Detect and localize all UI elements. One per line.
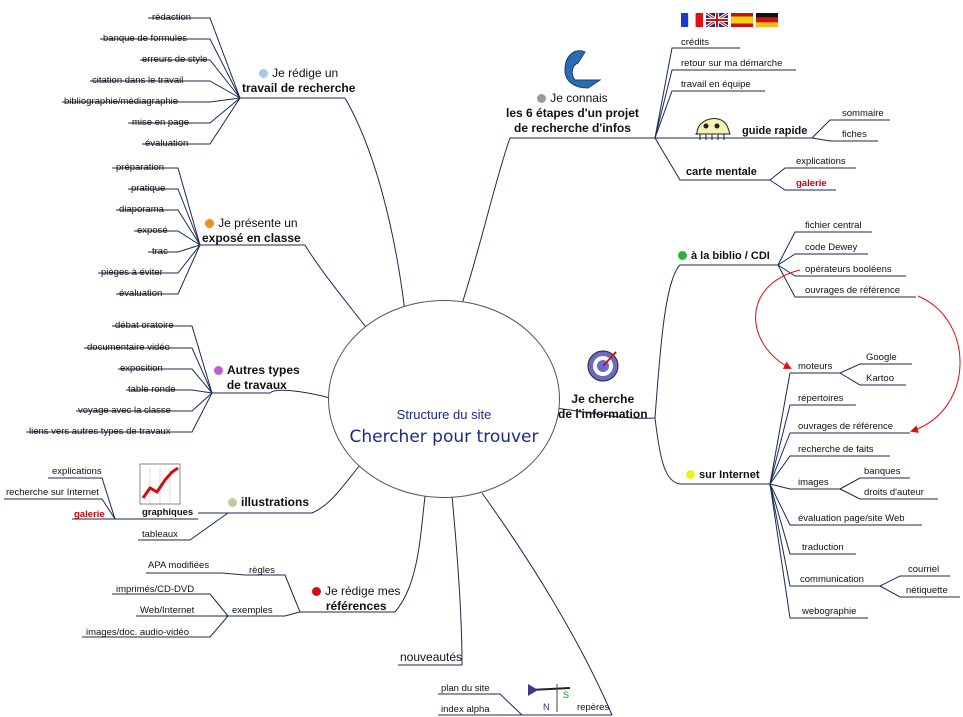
leaf-webographie[interactable]: webographie: [802, 606, 857, 617]
center-subtitle: Structure du site: [396, 407, 492, 422]
leaf-netiquette[interactable]: nétiquette: [906, 585, 948, 596]
leaf-imprimes[interactable]: imprimés/CD-DVD: [116, 584, 195, 595]
leaf-evaluation-expose[interactable]: évaluation: [119, 288, 163, 299]
leaf-redaction[interactable]: rédaction: [152, 12, 192, 23]
leaf-fichier-central[interactable]: fichier central: [805, 220, 862, 231]
leaf-citation[interactable]: citation dans le travail: [92, 75, 184, 86]
node-moteurs[interactable]: moteurs: [798, 361, 833, 372]
node-carte-mentale[interactable]: carte mentale: [686, 166, 757, 178]
leaf-kartoo[interactable]: Kartoo: [866, 373, 894, 384]
leaf-images-doc[interactable]: images/doc. audio-vidéo: [86, 627, 189, 638]
node-exemples[interactable]: exemples: [232, 605, 273, 616]
leaf-table-ronde[interactable]: table ronde: [128, 384, 176, 395]
leaf-trac[interactable]: trac: [152, 246, 168, 257]
leaf-preparation[interactable]: préparation: [116, 162, 165, 173]
leaf-liens-autres[interactable]: liens vers autres types de travaux: [29, 426, 171, 437]
leaf-recherche-internet[interactable]: recherche sur Internet: [6, 487, 99, 498]
center-node[interactable]: Structure du site Chercher pour trouver: [328, 300, 560, 498]
topic-dot: [205, 219, 215, 228]
leaf-code-dewey[interactable]: code Dewey: [805, 242, 858, 253]
topic-dot: [686, 470, 695, 479]
topic-dot: [537, 94, 547, 103]
leaf-voyage[interactable]: voyage avec la classe: [78, 405, 171, 416]
leaf-ouvrages-ref-biblio[interactable]: ouvrages de référence: [805, 285, 901, 296]
topic-expose[interactable]: Je présente un exposé en classe: [202, 216, 301, 245]
leaf-pieges[interactable]: pièges à éviter: [101, 267, 163, 278]
topic-travail-recherche[interactable]: Je rédige un travail de recherche: [242, 66, 356, 95]
node-tableaux[interactable]: tableaux: [142, 529, 178, 540]
svg-text:S: S: [563, 690, 569, 700]
leaf-banques[interactable]: banques: [864, 466, 901, 477]
node-graphiques[interactable]: graphiques: [142, 507, 194, 518]
leaf-retour-demarche[interactable]: retour sur ma démarche: [681, 58, 783, 69]
topic-dot: [228, 498, 237, 507]
leaf-explications-carte[interactable]: explications: [796, 156, 846, 167]
leaf-documentaire[interactable]: documentaire vidéo: [87, 342, 170, 353]
leaf-fiches[interactable]: fiches: [842, 129, 867, 140]
leaf-credits[interactable]: crédits: [681, 37, 709, 48]
topic-references[interactable]: Je rédige mes références: [312, 584, 400, 614]
leaf-web-internet[interactable]: Web/Internet: [140, 605, 195, 616]
flag-germany-icon[interactable]: [756, 13, 778, 27]
leaf-diaporama[interactable]: diaporama: [119, 204, 164, 215]
leaf-expose[interactable]: exposé: [137, 225, 168, 236]
leaf-debat[interactable]: débat oratoire: [115, 320, 174, 331]
node-images[interactable]: images: [798, 477, 829, 488]
leaf-erreurs-style[interactable]: erreurs de style: [142, 54, 208, 65]
compass-icon: N S: [528, 684, 571, 712]
leaf-repertoires[interactable]: répertoires: [798, 393, 844, 404]
leaf-galerie-carte[interactable]: galerie: [796, 178, 827, 189]
leaf-apa[interactable]: APA modifiées: [148, 560, 210, 571]
flag-spain-icon[interactable]: [731, 13, 753, 27]
leaf-pratique[interactable]: pratique: [131, 183, 166, 194]
leaf-exposition[interactable]: exposition: [120, 363, 163, 374]
topic-dot: [312, 587, 321, 596]
leaf-index-alpha[interactable]: index alpha: [441, 704, 490, 715]
node-sur-internet[interactable]: sur Internet: [686, 468, 760, 483]
flag-france-icon[interactable]: [681, 13, 703, 27]
flag-uk-icon[interactable]: [705, 11, 729, 29]
leaf-traduction[interactable]: traduction: [802, 542, 844, 553]
leaf-google[interactable]: Google: [866, 352, 897, 363]
leaf-galerie-graph[interactable]: galerie: [74, 509, 105, 520]
topic-etapes[interactable]: Je connais les 6 étapes d'un projet de r…: [506, 91, 639, 135]
leaf-recherche-faits[interactable]: recherche de faits: [798, 444, 874, 455]
leaf-bibliographie[interactable]: bibliographie/médiagraphie: [64, 96, 179, 107]
leaf-ouvrages-ref-web[interactable]: ouvrages de référence: [798, 421, 894, 432]
topic-reperes[interactable]: repères: [577, 702, 610, 713]
node-biblio-cdi[interactable]: à la biblio / CDI: [678, 249, 770, 264]
topic-autres-types[interactable]: Autres types de travaux: [214, 363, 300, 393]
leaf-droits-auteur[interactable]: droits d'auteur: [864, 487, 924, 498]
target-icon: [587, 350, 619, 382]
node-communication[interactable]: communication: [800, 574, 864, 585]
topic-dot: [214, 366, 223, 375]
node-regles[interactable]: règles: [249, 565, 275, 576]
leaf-operateurs[interactable]: opérateurs booléens: [805, 264, 892, 275]
etapes-logo-icon: [564, 50, 602, 89]
leaf-explications-graph[interactable]: explications: [52, 466, 102, 477]
graph-icon: [139, 463, 181, 505]
guide-face-icon: [694, 118, 731, 140]
node-guide-rapide[interactable]: guide rapide: [742, 125, 808, 137]
topic-dot: [259, 69, 269, 78]
leaf-courriel[interactable]: courriel: [908, 564, 940, 575]
topic-nouveautes[interactable]: nouveautés: [400, 650, 463, 664]
svg-text:N: N: [543, 702, 550, 712]
center-title: Chercher pour trouver: [349, 427, 539, 447]
topic-je-cherche[interactable]: Je cherche de l'information: [558, 392, 648, 421]
leaf-evaluation[interactable]: évaluation: [145, 138, 189, 149]
leaf-sommaire[interactable]: sommaire: [842, 108, 884, 119]
leaf-evaluation-web[interactable]: évaluation page/site Web: [798, 513, 905, 524]
leaf-plan-site[interactable]: plan du site: [441, 683, 490, 694]
leaf-banque-formules[interactable]: banque de formules: [103, 33, 187, 44]
leaf-mise-en-page[interactable]: mise en page: [132, 117, 190, 128]
topic-dot: [678, 251, 687, 260]
topic-illustrations[interactable]: illustrations: [228, 495, 309, 510]
leaf-travail-equipe[interactable]: travail en équipe: [681, 79, 751, 90]
